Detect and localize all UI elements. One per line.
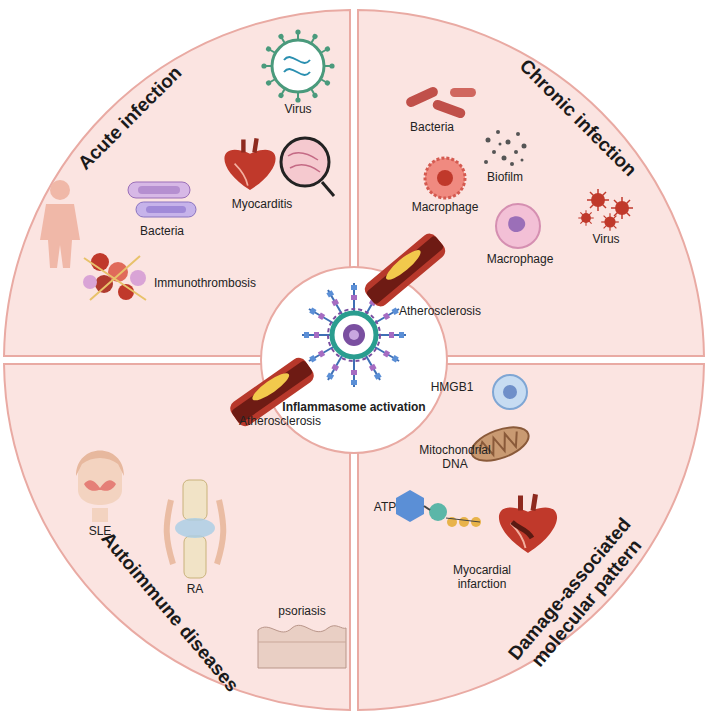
item-label: psoriasis (278, 605, 325, 619)
item-label: Bacteria (410, 121, 454, 135)
item-label: ATP (374, 501, 396, 515)
item-label: SLE (89, 525, 112, 539)
sector-shape (358, 364, 704, 710)
item-label: Atherosclerosis (239, 415, 321, 429)
item-label: Atherosclerosis (399, 305, 481, 319)
item-label: RA (187, 583, 204, 597)
item-label: Macrophage (412, 201, 479, 215)
item-label: Virus (592, 233, 619, 247)
item-label: Myocarditis (232, 198, 293, 212)
center-label: Inflammasome activation (282, 401, 425, 415)
sector-shape (4, 364, 350, 710)
item-label: Bacteria (140, 225, 184, 239)
item-label: Macrophage (487, 253, 554, 267)
item-label: Myocardial infarction (442, 564, 522, 592)
quadrant-sector: Autoimmune diseasesSLEAtherosclerosisRAp… (0, 364, 350, 720)
item-label: Biofilm (487, 171, 523, 185)
item-label: HMGB1 (431, 381, 474, 395)
item-label: Virus (284, 103, 311, 117)
item-label: Immunothrombosis (154, 277, 256, 291)
item-label: Mitochondrial DNA (410, 444, 500, 472)
